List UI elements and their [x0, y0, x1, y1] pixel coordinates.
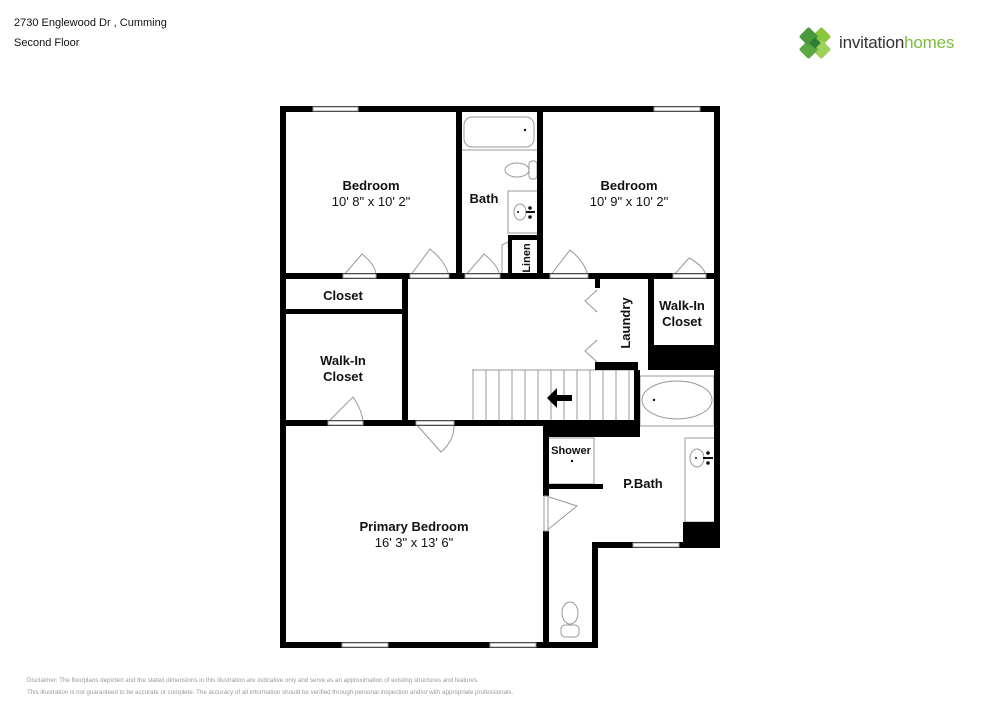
- door-swing: [464, 253, 501, 277]
- pbath-vanity-icon: [684, 437, 716, 523]
- logo-word-invitation: invitation: [839, 33, 905, 52]
- door-swing: [549, 249, 589, 277]
- room-label: P.Bath: [623, 476, 663, 491]
- bathtub-icon: [463, 116, 535, 148]
- toilet-icon: [560, 601, 580, 638]
- room-label: Bath: [470, 191, 499, 206]
- room-label: Closet: [323, 369, 363, 384]
- door-swing: [415, 423, 455, 453]
- stairs-arrow-icon: [547, 388, 572, 408]
- floor-name: Second Floor: [14, 37, 80, 49]
- window: [653, 106, 701, 112]
- room-dimensions: 10' 9" x 10' 2": [590, 194, 669, 209]
- room-dimensions: 10' 8" x 10' 2": [332, 194, 411, 209]
- room-dimensions: 16' 3" x 13' 6": [375, 535, 454, 550]
- door-swing: [342, 253, 377, 277]
- window: [632, 542, 680, 548]
- door-swing: [545, 495, 579, 532]
- room-label: Primary Bedroom: [359, 519, 468, 534]
- room-label: Walk-In: [320, 353, 366, 368]
- disclaimer: Disclaimer: The floorplans depicted and …: [27, 675, 513, 699]
- room-label: Closet: [323, 288, 363, 303]
- header: 2730 Englewood Dr , Cumming Second Floor: [14, 13, 167, 53]
- door-swing: [327, 396, 364, 423]
- logo-wordmark: invitationhomes: [839, 33, 954, 53]
- room-label: Linen: [521, 243, 533, 273]
- clover-logo-icon: [799, 27, 831, 59]
- window: [312, 106, 359, 112]
- address: 2730 Englewood Dr , Cumming: [14, 17, 167, 29]
- room-label: Shower: [551, 445, 591, 457]
- door-swing: [409, 248, 450, 277]
- window: [341, 642, 389, 648]
- disclaimer-line: Disclaimer: The floorplans depicted and …: [27, 677, 479, 684]
- room-label: Walk-In: [659, 298, 705, 313]
- logo-word-homes: homes: [904, 33, 955, 52]
- window: [489, 642, 537, 648]
- oval-tub-icon: [641, 380, 713, 420]
- room-label: Closet: [662, 314, 702, 329]
- room-label: Laundry: [618, 297, 633, 349]
- brand-logo: invitationhomes: [797, 25, 954, 61]
- room-label: Bedroom: [342, 178, 399, 193]
- toilet-icon: [504, 160, 538, 180]
- room-label: Bedroom: [600, 178, 657, 193]
- disclaimer-line: This illustration is not guaranteed to b…: [27, 689, 514, 696]
